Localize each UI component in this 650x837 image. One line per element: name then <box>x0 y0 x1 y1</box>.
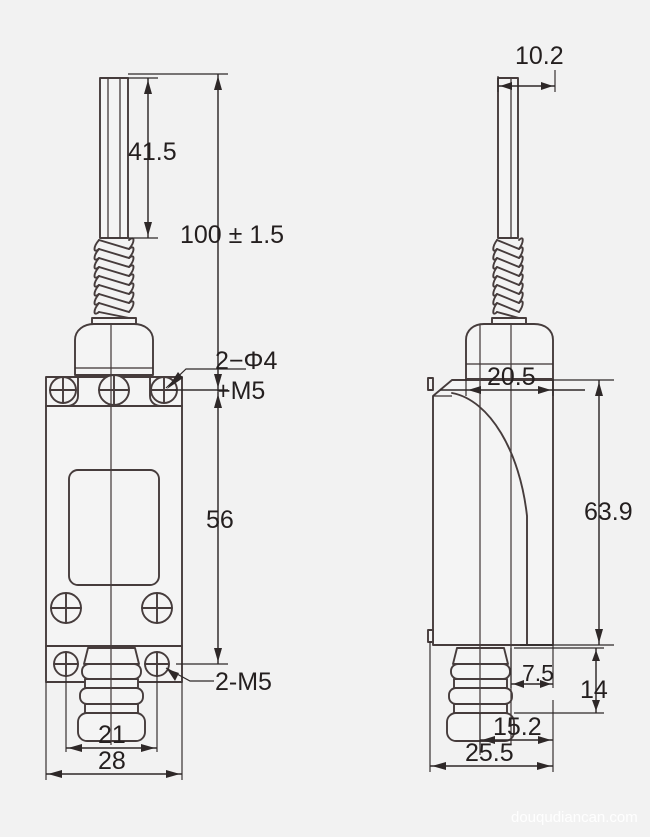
dim-overall-depth: 25.5 <box>429 642 554 772</box>
front-view-dimensions: 41.5 100 ± 1.5 2−Φ4 +M5 <box>45 73 284 780</box>
dim-overall-width: 28 <box>45 682 183 780</box>
front-view-group <box>45 77 183 745</box>
side-view-dimensions: 10.2 20.5 63.9 <box>429 42 633 772</box>
dim-plunger-offset-label: 7.5 <box>522 660 554 686</box>
dim-rod-length-label: 41.5 <box>128 138 177 166</box>
dim-mounting-hole-label: 2−Φ4 <box>215 347 277 375</box>
dim-hole-spacing-label: 21 <box>98 721 126 749</box>
side-spring-coil <box>492 237 524 319</box>
front-screw-bottom-left <box>53 651 79 677</box>
dim-plunger-offset: 7.5 <box>510 645 554 688</box>
dim-thread-top-callout: +M5 <box>176 377 265 405</box>
front-head-cap <box>74 323 154 376</box>
dim-overall-depth-label: 25.5 <box>465 739 514 767</box>
side-actuator-rod <box>497 77 519 239</box>
dim-head-width: 20.5 <box>440 363 585 396</box>
dim-mounting-hole-callout: 2−Φ4 <box>165 347 277 389</box>
dim-thread-bottom-callout: 2-M5 <box>165 667 272 696</box>
dim-hole-spacing: 21 <box>65 676 158 752</box>
dim-plunger-height: 14 <box>514 647 608 714</box>
dim-body-height-side-label: 63.9 <box>584 498 633 526</box>
front-screw-upper-left <box>49 376 77 404</box>
dim-thread-bottom-label: 2-M5 <box>215 668 272 696</box>
dim-body-height-side: 63.9 <box>520 379 633 646</box>
dim-rod-offset: 10.2 <box>497 42 564 92</box>
dim-thread-top-label: +M5 <box>216 377 265 405</box>
front-actuator-rod <box>99 77 129 239</box>
dim-body-height: 56 <box>176 392 234 665</box>
dim-overall-height-label: 100 ± 1.5 <box>180 221 284 249</box>
front-main-body <box>45 405 183 647</box>
dim-plunger-height-label: 14 <box>580 676 608 704</box>
side-view-group <box>427 77 554 755</box>
dim-plunger-width: 15.2 <box>479 700 554 745</box>
dim-rod-length: 41.5 <box>128 77 177 239</box>
front-screw-lower-right <box>141 592 173 624</box>
dim-head-width-label: 20.5 <box>487 363 536 391</box>
front-screw-bottom-right <box>144 651 170 677</box>
front-screw-upper-center <box>98 374 130 406</box>
dim-body-height-label: 56 <box>206 506 234 534</box>
dim-overall-width-label: 28 <box>98 747 126 775</box>
dim-overall-height: 100 ± 1.5 <box>128 73 284 391</box>
side-main-body <box>432 379 554 646</box>
front-spring-coil <box>93 237 135 319</box>
watermark-label: douqudiancan.com <box>511 809 638 826</box>
dim-rod-offset-label: 10.2 <box>515 42 564 70</box>
dim-plunger-width-label: 15.2 <box>493 713 542 741</box>
front-screw-lower-left <box>50 592 82 624</box>
side-body-nub <box>427 377 434 643</box>
